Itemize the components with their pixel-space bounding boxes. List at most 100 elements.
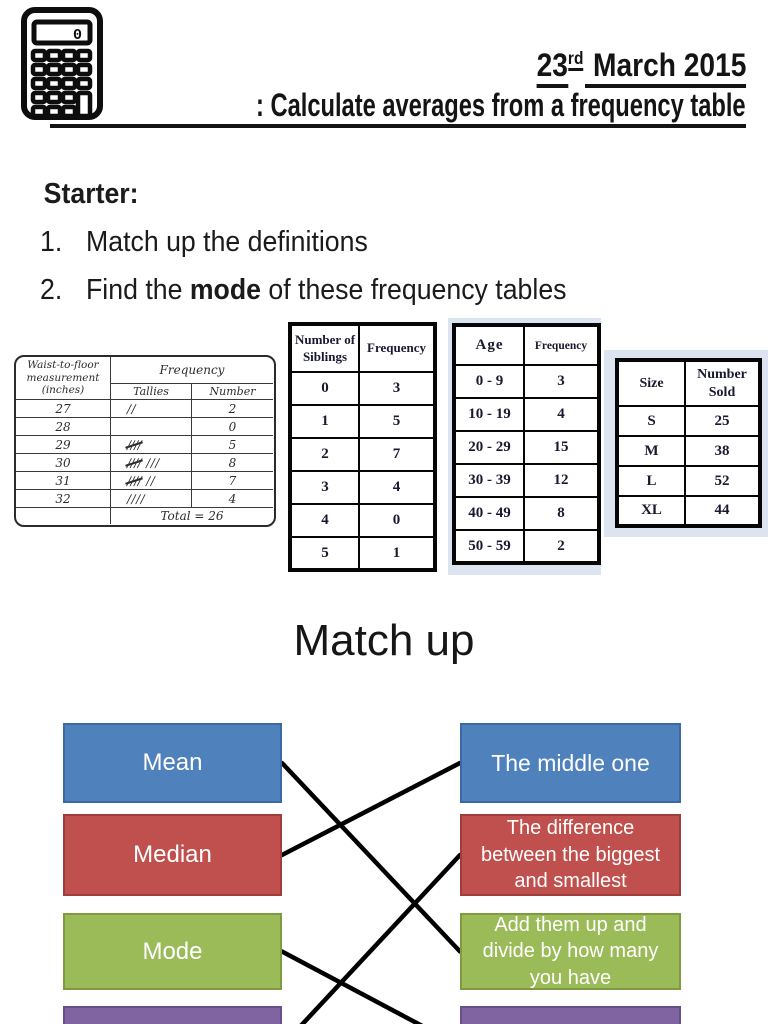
table-cell: 4	[358, 470, 436, 505]
starter-item-1: 1.Match up the definitions	[40, 226, 368, 258]
starter-item-2: 2.Find the mode of these frequency table…	[40, 274, 567, 306]
table-cell: 5	[192, 436, 273, 454]
table-cell: 52	[684, 465, 761, 497]
table-header-row: Age Frequency	[453, 324, 600, 366]
table-cell: 5	[289, 536, 360, 571]
table-cell: 27	[16, 400, 111, 418]
table-cell: M	[616, 435, 686, 467]
table-cell: 28	[16, 418, 111, 436]
table-cell: 44	[684, 495, 761, 527]
date-rest: March 2015	[584, 47, 746, 88]
match-box-right-add-them[interactable]: Add them up and divide by how many you h…	[460, 913, 681, 990]
table-cell: 8	[523, 496, 600, 531]
column-header: Size	[616, 359, 686, 407]
waist-measurement-table: Waist-to-floor measurement (inches) Freq…	[14, 355, 276, 527]
waist-frequency-header: Frequency	[111, 357, 273, 384]
table-cell: 3	[523, 364, 600, 399]
table-cell: 4	[289, 503, 360, 538]
connection-line	[279, 949, 424, 1024]
match-box-label: Median	[133, 841, 212, 869]
match-up-heading: Match up	[293, 616, 475, 665]
table-cell: 7	[358, 437, 436, 472]
match-box-right-the-middle[interactable]: The middle one	[460, 723, 681, 803]
waist-number-header: Number	[192, 384, 273, 400]
lesson-title: : Calculate averages from a frequency ta…	[256, 87, 746, 123]
match-box-left-mode[interactable]: Mode	[63, 913, 282, 990]
table-cell: 0	[358, 503, 436, 538]
tally-marks-icon: ∕∕	[146, 473, 156, 488]
table-cell: 38	[684, 435, 761, 467]
table-cell: 2	[192, 400, 273, 418]
waist-total-spacer	[16, 508, 111, 524]
table-cell: 30	[16, 454, 111, 472]
table-cell: 8	[192, 454, 273, 472]
match-box-left-mean[interactable]: Mean	[63, 723, 282, 803]
match-box-right-purple[interactable]	[460, 1006, 681, 1024]
match-box-left-purple[interactable]	[63, 1006, 282, 1024]
table-cell: 4	[523, 397, 600, 432]
table-cell: 32	[16, 490, 111, 508]
table-cell: 5	[358, 404, 436, 439]
list-number: 2.	[40, 274, 63, 306]
match-box-label: Mean	[142, 749, 203, 777]
table-header-row: Number of Siblings Frequency	[289, 323, 436, 373]
table-cell: 3	[358, 371, 436, 406]
list-number: 1.	[40, 226, 63, 258]
match-box-left-median[interactable]: Median	[63, 814, 282, 896]
table-cell: 25	[684, 405, 761, 437]
column-header: Age	[453, 324, 525, 366]
table-cell: 0	[192, 418, 273, 436]
table-cell: 2	[289, 437, 360, 472]
calculator-display: 0	[73, 27, 82, 44]
table-cell: 7	[192, 472, 273, 490]
starter-heading: Starter:	[43, 178, 139, 210]
tally-marks-icon: ∕∕∕∕	[127, 491, 146, 506]
table-cell: ∕∕∕∕∕∕	[111, 472, 192, 490]
date: 23rd March 2015	[536, 47, 746, 88]
table-cell: L	[616, 465, 686, 497]
connection-line	[279, 760, 463, 954]
table-cell: 0 - 9	[453, 364, 525, 399]
tally-marks-icon: ∕∕	[127, 401, 137, 416]
table-cell: 12	[523, 463, 600, 498]
date-ordinal: rd	[567, 48, 584, 72]
table-cell: ∕∕	[111, 400, 192, 418]
title-underline	[50, 124, 746, 128]
tally-five-icon: ∕∕∕∕	[127, 473, 142, 488]
column-header: Number Sold	[684, 359, 761, 407]
column-header: Frequency	[523, 324, 600, 366]
table-cell: ∕∕∕∕	[111, 436, 192, 454]
waist-col-header: Waist-to-floor measurement (inches)	[16, 357, 111, 400]
column-header: Number of Siblings	[289, 323, 360, 373]
table-cell: 30 - 39	[453, 463, 525, 498]
waist-total: Total = 26	[160, 509, 224, 523]
match-box-right-the-difference[interactable]: The difference between the biggest and s…	[460, 814, 681, 896]
table-cell: 3	[289, 470, 360, 505]
table-cell: 0	[289, 371, 360, 406]
table-cell: S	[616, 405, 686, 437]
table-cell: 4	[192, 490, 273, 508]
table-cell: 10 - 19	[453, 397, 525, 432]
table-cell	[111, 418, 192, 436]
table-cell: 31	[16, 472, 111, 490]
table-cell: ∕∕∕∕∕∕∕	[111, 454, 192, 472]
table-cell: 20 - 29	[453, 430, 525, 465]
table-cell: ∕∕∕∕	[111, 490, 192, 508]
